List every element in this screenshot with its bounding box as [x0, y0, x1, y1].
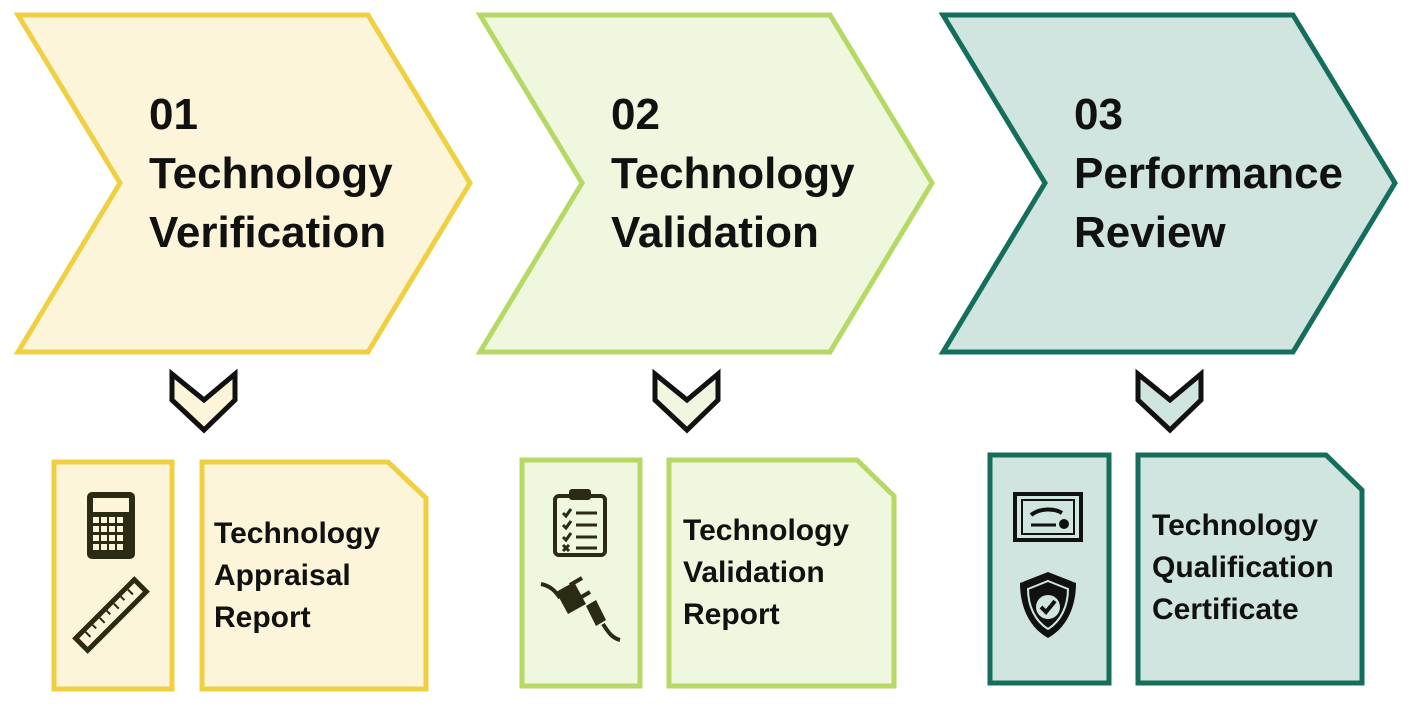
step-3-icon-panel: [987, 452, 1112, 686]
step-3-title-line-1: Performance: [1074, 149, 1344, 198]
step-2-down-arrow-icon: [652, 368, 721, 434]
step-2-deliverable-line-3: Report: [683, 598, 780, 631]
step-2-title-line-2: Validation: [611, 208, 819, 257]
step-2-title-line-1: Technology: [611, 149, 855, 198]
step-2-number: 02: [611, 90, 660, 139]
step-2-deliverable: Technology Validation Report: [683, 510, 849, 636]
step-1-deliverable: Technology Appraisal Report: [214, 513, 380, 639]
step-3-document: [1135, 452, 1365, 686]
calculator-icon: [87, 492, 135, 559]
step-3-deliverable-line-3: Certificate: [1152, 593, 1299, 626]
step-3-title: 03 Performance Review: [1074, 85, 1343, 262]
step-1-down-arrow-icon: [169, 368, 238, 434]
checklist-icon: [553, 489, 607, 557]
step-3-deliverable-line-2: Qualification: [1152, 551, 1334, 584]
step-1-title-line-2: Verification: [149, 208, 387, 257]
step-2-deliverable-line-2: Validation: [683, 556, 825, 589]
step-2-document: [666, 457, 897, 689]
step-1-deliverable-line-3: Report: [214, 601, 311, 634]
step-1-document: [199, 459, 429, 692]
step-3-deliverable-line-1: Technology: [1152, 509, 1319, 542]
step-1-icon-panel: [51, 459, 175, 692]
step-2-icon-panel: [519, 457, 643, 689]
step-1-deliverable-line-1: Technology: [214, 517, 381, 550]
shield-check-icon: [1020, 572, 1076, 638]
step-3-deliverable: Technology Qualification Certificate: [1152, 505, 1334, 631]
step-1-chevron: [13, 12, 473, 355]
step-1-number: 01: [149, 90, 198, 139]
step-1-title-line-1: Technology: [149, 149, 393, 198]
step-1-deliverable-line-2: Appraisal: [214, 559, 351, 592]
step-3-title-line-2: Review: [1074, 208, 1226, 257]
step-2-chevron: [475, 12, 935, 355]
step-3-chevron: [938, 12, 1398, 355]
plug-icon: [540, 576, 621, 642]
step-3-down-arrow-icon: [1135, 368, 1204, 434]
step-2-deliverable-line-1: Technology: [683, 514, 850, 547]
certificate-icon: [1013, 492, 1083, 542]
ruler-icon: [72, 576, 150, 654]
step-3-number: 03: [1074, 90, 1123, 139]
step-1-title: 01 Technology Verification: [149, 85, 393, 262]
step-2-title: 02 Technology Validation: [611, 85, 855, 262]
